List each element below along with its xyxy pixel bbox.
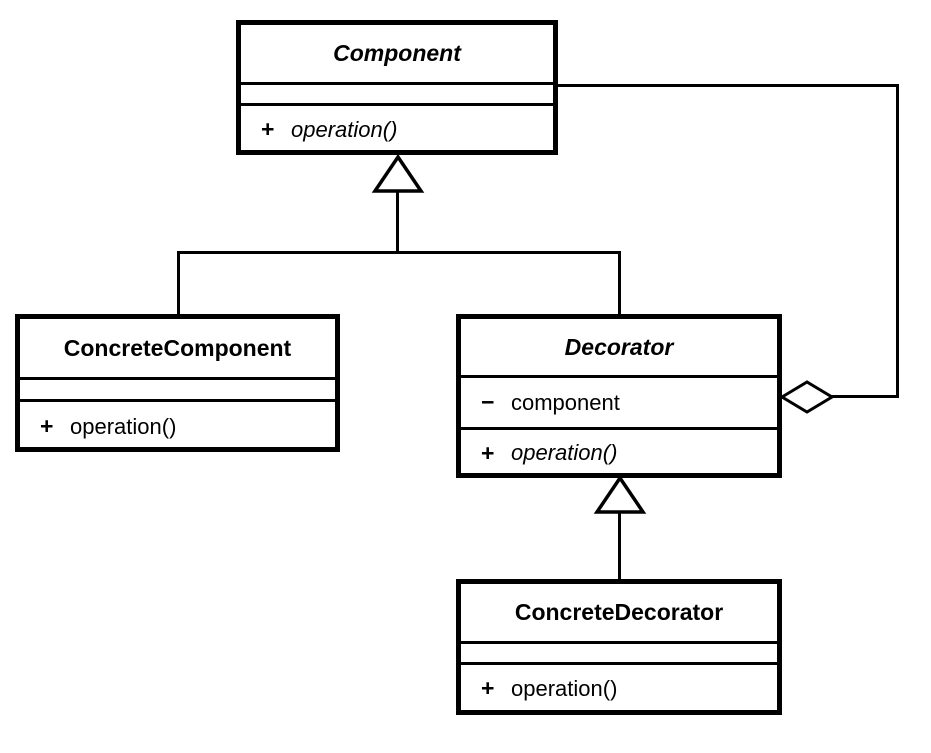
generalization-drop-concrete-component — [177, 251, 180, 316]
class-name-decorator: Decorator — [564, 333, 674, 360]
visibility-marker-public: + — [481, 439, 495, 466]
generalization-triangle-component — [371, 153, 425, 199]
operations-compartment-concrete-component: + operation() — [20, 402, 335, 451]
visibility-marker-public: + — [40, 413, 54, 439]
generalization-stem-component — [396, 190, 399, 253]
attributes-compartment-component — [241, 85, 553, 103]
visibility-marker-public: + — [481, 675, 495, 701]
compartment-separator — [20, 399, 335, 402]
attributes-compartment-concrete-decorator — [461, 644, 777, 662]
generalization-stem-concrete-decorator — [618, 510, 621, 581]
class-box-decorator[interactable]: Decorator − component + operation() — [456, 314, 782, 478]
compartment-separator — [241, 103, 553, 106]
compartment-separator — [20, 377, 335, 380]
operation-label: operation() — [70, 413, 177, 439]
class-name-concrete-decorator: ConcreteDecorator — [514, 599, 724, 625]
class-box-concrete-component[interactable]: ConcreteComponent + operation() — [15, 314, 340, 452]
operation-label: operation() — [511, 440, 618, 465]
aggregation-line-right — [896, 84, 899, 397]
operation-label: operation() — [291, 116, 398, 142]
compartment-separator — [461, 641, 777, 644]
compartment-separator — [241, 82, 553, 85]
aggregation-diamond — [779, 378, 835, 421]
aggregation-line-bottom — [806, 395, 899, 398]
attributes-compartment-decorator: − component — [461, 378, 777, 427]
operations-compartment-component: + operation() — [241, 106, 553, 153]
visibility-marker-public: + — [261, 116, 275, 142]
generalization-drop-decorator — [618, 251, 621, 316]
generalization-triangle-decorator — [593, 474, 647, 520]
compartment-separator — [461, 662, 777, 665]
class-box-component[interactable]: Component + operation() — [236, 20, 558, 155]
class-box-concrete-decorator[interactable]: ConcreteDecorator + operation() — [456, 579, 782, 715]
operations-compartment-concrete-decorator: + operation() — [461, 665, 777, 712]
class-name-concrete-component: ConcreteComponent — [63, 334, 292, 361]
visibility-marker-private: − — [481, 389, 495, 415]
attribute-label: component — [511, 389, 620, 415]
aggregation-line-top — [556, 84, 899, 87]
operation-label: operation() — [511, 675, 618, 701]
class-name-component: Component — [333, 40, 461, 66]
compartment-separator — [461, 375, 777, 378]
operations-compartment-decorator: + operation() — [461, 430, 777, 476]
attributes-compartment-concrete-component — [20, 380, 335, 399]
compartment-separator — [461, 427, 777, 430]
generalization-fork-bar — [177, 251, 621, 254]
